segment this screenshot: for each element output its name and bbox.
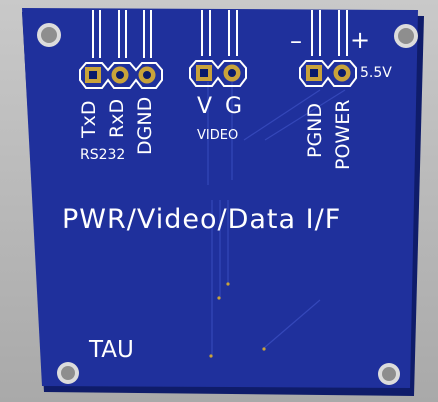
mounting-hole-top-right [394, 24, 418, 48]
label-minus: – [290, 27, 302, 55]
label-g: G [225, 94, 243, 119]
pcb-traces [207, 82, 346, 355]
label-txd: TxD [78, 100, 100, 138]
label-voltage: 5.5V [360, 65, 392, 81]
label-pgnd: PGND [304, 102, 326, 158]
label-v: V [197, 94, 213, 119]
board-title: PWR/Video/Data I/F [62, 204, 342, 235]
label-rxd: RxD [106, 98, 128, 138]
pads [85, 64, 351, 84]
label-rs232: RS232 [80, 147, 126, 163]
vias [209, 282, 266, 358]
pcb-board [22, 8, 418, 388]
label-plus: + [350, 26, 371, 54]
mounting-hole-bottom-right [378, 363, 400, 385]
mounting-hole-top-left [37, 23, 61, 47]
header-pins [92, 10, 348, 58]
label-tau: TAU [89, 337, 134, 363]
mounting-hole-bottom-left [57, 362, 79, 384]
label-dgnd: DGND [134, 96, 156, 155]
label-power: POWER [332, 99, 354, 170]
label-video: VIDEO [197, 128, 239, 143]
header-outlines [79, 60, 357, 89]
